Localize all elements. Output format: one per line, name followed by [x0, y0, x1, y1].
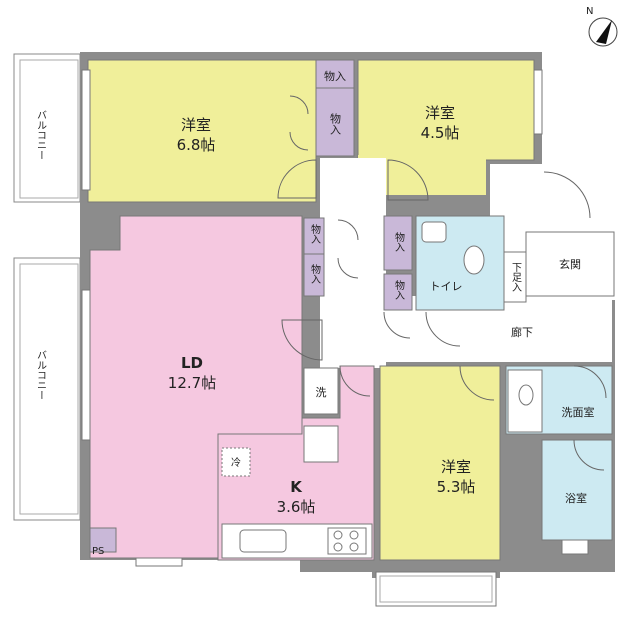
bathroom: [541, 439, 613, 541]
room-name-western-c: 洋室: [441, 458, 471, 476]
storage-k: [303, 425, 339, 463]
bathroom-label: 浴室: [565, 491, 587, 505]
shoe-storage-label: 下足入: [510, 262, 522, 292]
balcony-label-upper: バルコニー: [35, 110, 47, 160]
closet-label-2: 物入: [329, 112, 342, 135]
balcony-label-lower: バルコニー: [35, 350, 47, 400]
ps-label: PS: [92, 546, 104, 557]
balcony-lower: バルコニー: [13, 257, 81, 521]
room-name-ld: LD: [181, 354, 203, 372]
fridge-label: 冷: [231, 456, 241, 469]
toilet-basin-icon: [421, 221, 447, 243]
closet-label-4: 物入: [309, 263, 321, 284]
closet-label-3: 物入: [309, 223, 321, 244]
washer-label: 洗: [316, 386, 327, 399]
north-arrow-icon: N: [586, 6, 618, 47]
closet-mid-3: [383, 215, 413, 271]
entrance-label: 玄関: [559, 257, 581, 271]
room-size-western-c: 5.3帖: [437, 478, 476, 496]
washroom-label: 洗面室: [562, 405, 595, 419]
ps-shaft: [89, 527, 117, 553]
closet-label-5: 物入: [393, 231, 405, 252]
closet-label-1: 物入: [324, 69, 346, 83]
fridge-space: [221, 447, 251, 477]
closet-label-6: 物入: [393, 279, 405, 300]
wash-basin: [507, 369, 543, 433]
closet-mid-4: [383, 273, 413, 311]
room-size-western-b: 4.5帖: [421, 124, 460, 142]
closet-upper-2: [315, 87, 355, 157]
stove-icon: [327, 527, 367, 555]
shoe-storage: [503, 251, 527, 303]
hallway-label: 廊下: [511, 325, 533, 339]
sink-icon: [239, 529, 287, 553]
washer-space: [303, 367, 339, 415]
room-name-kitchen: K: [290, 478, 303, 496]
room-name-western-a: 洋室: [181, 116, 211, 134]
toilet-label: トイレ: [430, 280, 463, 293]
room-size-kitchen: 3.6帖: [277, 498, 316, 516]
windows: [81, 69, 589, 607]
room-size-ld: 12.7帖: [168, 374, 216, 392]
kitchen-counter: [221, 523, 373, 559]
balcony-upper: バルコニー: [13, 53, 81, 203]
room-size-western-a: 6.8帖: [177, 136, 216, 154]
room-name-western-b: 洋室: [425, 104, 455, 122]
door-swings: [277, 95, 607, 471]
closet-mid-2: [303, 253, 325, 297]
western-room-c: [379, 365, 501, 561]
toilet-bowl-icon: [463, 245, 485, 275]
wash-basin-icon: [518, 384, 534, 406]
north-label: N: [586, 6, 593, 17]
